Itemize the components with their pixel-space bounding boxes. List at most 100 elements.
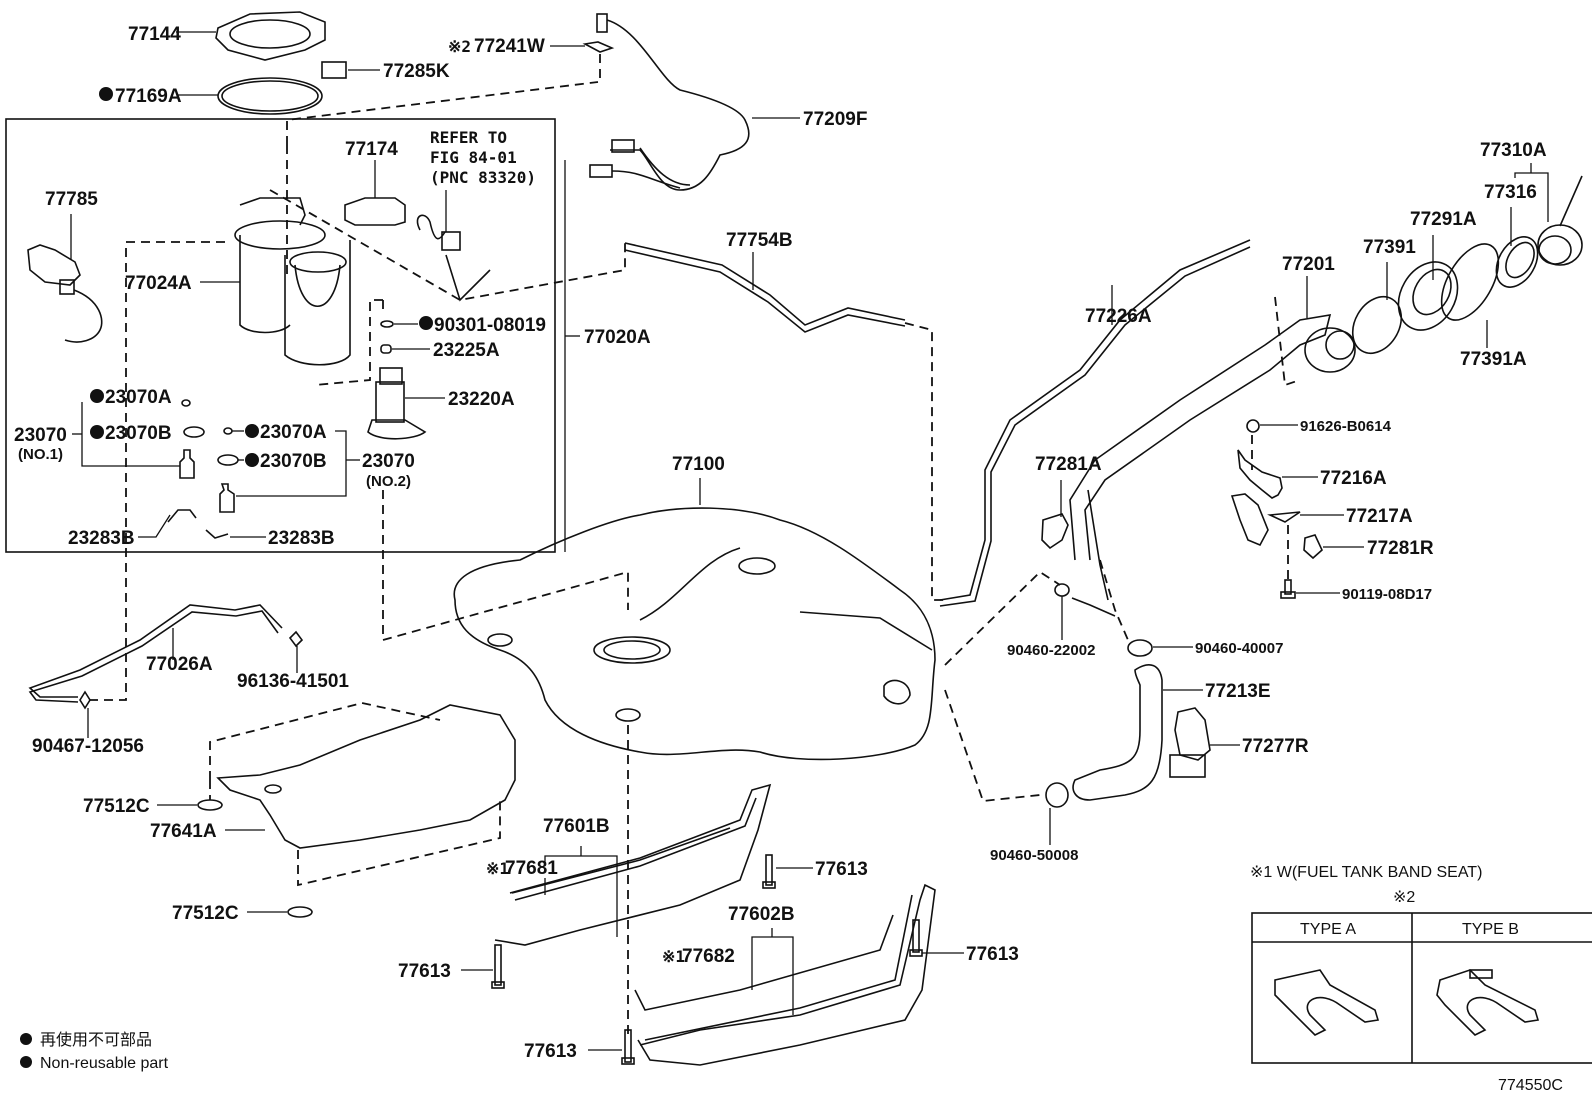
mark-note-1: ※1: [662, 947, 685, 966]
part-23070B-grommet-1[interactable]: [183, 426, 205, 438]
label-77217A: 77217A: [1346, 506, 1413, 527]
label-77613-2: 77613: [398, 961, 451, 982]
part-23070A-o-ring-1[interactable]: [181, 399, 191, 407]
part-77277R-protector[interactable]: [1169, 707, 1240, 778]
part-23225A-cushion[interactable]: [380, 344, 430, 354]
refer-note-line2: FIG 84-01: [430, 148, 517, 167]
part-91626-B0614-bolt[interactable]: [1246, 419, 1298, 470]
part-77613-bolt-2[interactable]: [461, 944, 505, 989]
part-23070-no2-valve[interactable]: [219, 483, 235, 513]
part-77024A-pump-bracket[interactable]: [200, 197, 351, 366]
label-23070A-1: 23070A: [105, 387, 172, 408]
part-77216A-bracket[interactable]: [1237, 449, 1318, 499]
part-77144-lock-ring[interactable]: [176, 11, 326, 61]
part-23070A-o-ring-2[interactable]: [223, 427, 244, 435]
part-77613-bolt-4[interactable]: [588, 1029, 635, 1065]
label-23070-no1: 23070: [14, 425, 67, 446]
filled-circle-icon: [20, 1033, 32, 1045]
label-77613-1: 77613: [815, 859, 868, 880]
part-77682-band-seat[interactable]: [634, 914, 894, 1011]
part-77602B-band[interactable]: [637, 883, 936, 1066]
refer-note-line1: REFER TO: [430, 128, 507, 147]
part-77226A-breather-tube[interactable]: [939, 239, 1251, 607]
part-23070B-grommet-2[interactable]: [217, 454, 244, 466]
part-90460-50008-clamp[interactable]: [1045, 782, 1069, 845]
part-23283B-clip-1[interactable]: [138, 509, 197, 538]
part-77512C-clip-2[interactable]: [247, 906, 313, 918]
label-77285K: 77285K: [383, 61, 450, 82]
label-77281R: 77281R: [1367, 538, 1434, 559]
label-23070B-2: 23070B: [260, 451, 327, 472]
part-23070-no1-valve[interactable]: [179, 449, 195, 479]
part-77026A-tube[interactable]: [28, 604, 283, 703]
label-77754B: 77754B: [726, 230, 793, 251]
part-90460-40007-clamp[interactable]: [1127, 639, 1193, 657]
part-77100-fuel-tank[interactable]: [453, 478, 936, 761]
refer-note-line3: (PNC 83320): [430, 168, 536, 187]
label-23070-no1-sub: (NO.1): [18, 446, 63, 463]
part-77285K-connector[interactable]: [321, 61, 380, 79]
part-77213E-hose[interactable]: [1072, 664, 1203, 801]
part-77681-band-seat[interactable]: [511, 827, 731, 894]
part-77217A-bracket[interactable]: [1230, 493, 1344, 580]
part-77281R-clip[interactable]: [1303, 534, 1364, 560]
label-90460-22002: 90460-22002: [1007, 642, 1095, 659]
part-77512C-clip-1[interactable]: [157, 799, 223, 811]
part-77281A-clip[interactable]: [1041, 480, 1069, 550]
part-90467-12056-clip[interactable]: [79, 690, 91, 738]
part-77241W-clip[interactable]: [550, 41, 615, 82]
part-77310A-fuel-cap[interactable]: [1514, 163, 1583, 266]
non-reusable-dot-icon: [90, 389, 104, 403]
label-77785: 77785: [45, 189, 98, 210]
label-77391: 77391: [1363, 237, 1416, 258]
figure-code: 774550C: [1498, 1077, 1563, 1094]
label-77213E: 77213E: [1205, 681, 1271, 702]
type-b-header: TYPE B: [1462, 921, 1519, 938]
label-77681: 77681: [505, 858, 558, 879]
part-77754B-tube[interactable]: [624, 242, 906, 333]
legend-item-japanese: 再使用不可部品: [40, 1031, 152, 1049]
part-77391-gasket[interactable]: [1343, 262, 1411, 362]
label-77641A: 77641A: [150, 821, 217, 842]
label-77316: 77316: [1484, 182, 1537, 203]
part-77316-cap-gasket[interactable]: [1488, 207, 1546, 294]
part-77641A-protector[interactable]: [216, 704, 516, 849]
part-77169A-gasket[interactable]: [178, 77, 323, 115]
part-77174-retainer[interactable]: [344, 160, 406, 226]
non-reusable-dot-icon: [245, 453, 259, 467]
label-90460-50008: 90460-50008: [990, 847, 1078, 864]
part-77613-bolt-3[interactable]: [909, 919, 964, 957]
non-reusable-dot-icon: [99, 87, 113, 101]
label-77026A: 77026A: [146, 654, 213, 675]
part-23220A-fuel-pump[interactable]: [367, 367, 445, 440]
label-77512C-1: 77512C: [83, 796, 150, 817]
part-77209F-tube[interactable]: [589, 13, 800, 191]
label-23070B-1: 23070B: [105, 423, 172, 444]
label-77601B: 77601B: [543, 816, 610, 837]
part-77201-filler-pipe[interactable]: [1069, 276, 1356, 601]
part-90301-08019-o-ring[interactable]: [380, 320, 418, 328]
part-77785-sender[interactable]: [27, 214, 103, 343]
label-77512C-2: 77512C: [172, 903, 239, 924]
label-91626-B0614: 91626-B0614: [1300, 418, 1392, 435]
part-fuel-sender-gauge[interactable]: [416, 190, 491, 302]
legend-item-english: Non-reusable part: [40, 1055, 169, 1072]
part-77613-bolt-1[interactable]: [762, 854, 813, 889]
fuel-pump-module-group-box: [5, 118, 556, 553]
part-90460-22002-clamp[interactable]: [1054, 583, 1116, 640]
part-96136-41501-clamp[interactable]: [288, 630, 304, 673]
label-77024A: 77024A: [125, 273, 192, 294]
part-90119-08D17-bolt[interactable]: [1280, 579, 1340, 599]
note-band-seat: ※1 W(FUEL TANK BAND SEAT): [1250, 864, 1482, 881]
label-23070-no2-sub: (NO.2): [366, 473, 411, 490]
part-77291A-filler-neck[interactable]: [1387, 235, 1470, 341]
part-77601B-band[interactable]: [494, 783, 772, 946]
label-90301-08019: 90301-08019: [434, 315, 546, 336]
label-23220A: 23220A: [448, 389, 515, 410]
mark-note-1: ※1: [486, 859, 509, 878]
label-23070-no2: 23070: [362, 451, 415, 472]
part-23283B-clip-2[interactable]: [205, 529, 266, 539]
label-77100: 77100: [672, 454, 725, 475]
part-77391A-gasket[interactable]: [1430, 235, 1510, 348]
non-reusable-dot-icon: [245, 424, 259, 438]
